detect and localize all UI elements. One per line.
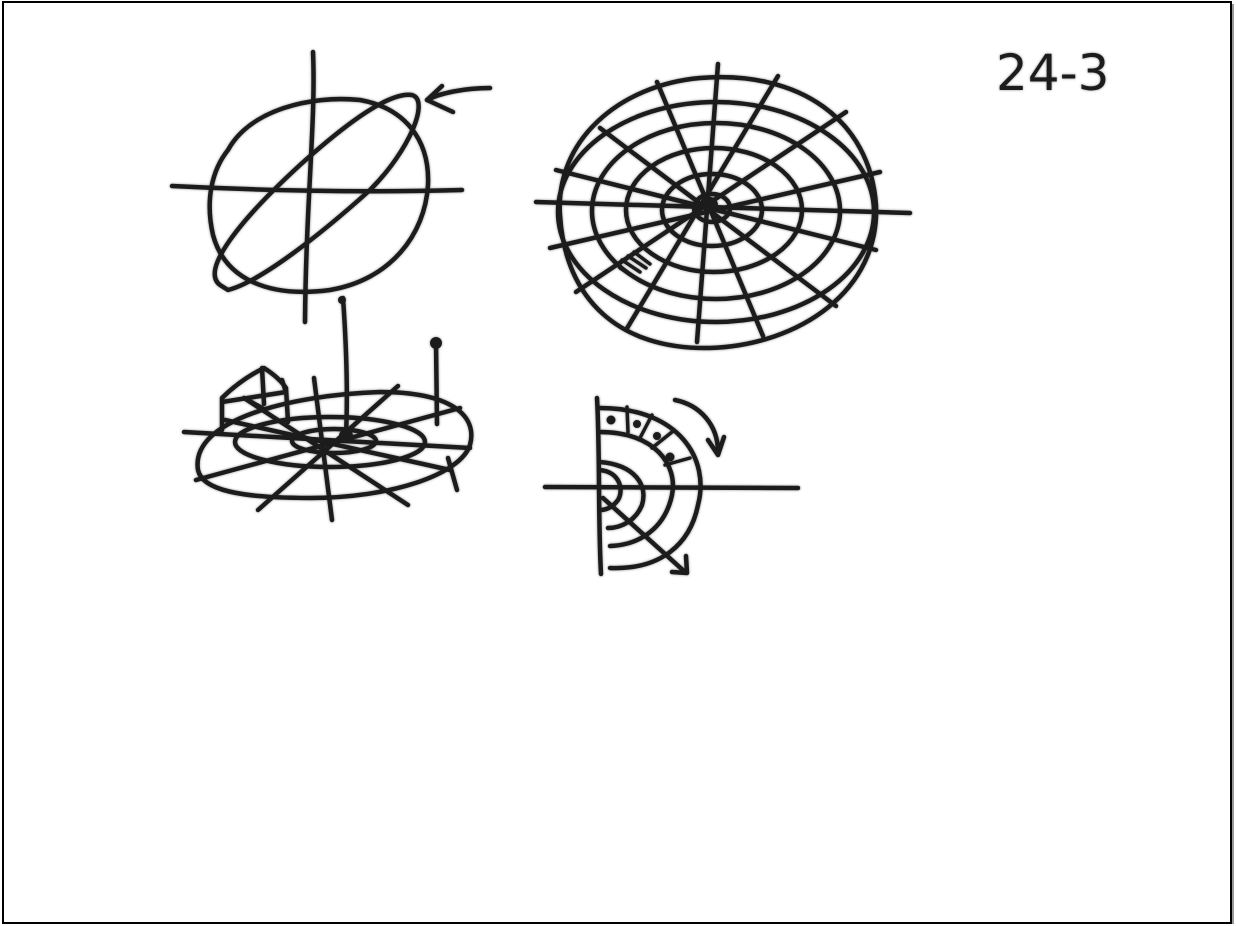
disk-rod-right-tip — [431, 338, 441, 348]
page-label: 24-3 — [996, 44, 1109, 102]
half-disk-point-1 — [608, 417, 615, 424]
polar-center — [703, 198, 717, 212]
half-disk-point-2 — [634, 421, 640, 427]
disk-rod-right — [436, 342, 437, 424]
half-disk-point-4 — [667, 454, 674, 461]
disk-rod-center-tip — [339, 297, 345, 303]
half-disk-point-3 — [654, 433, 660, 439]
